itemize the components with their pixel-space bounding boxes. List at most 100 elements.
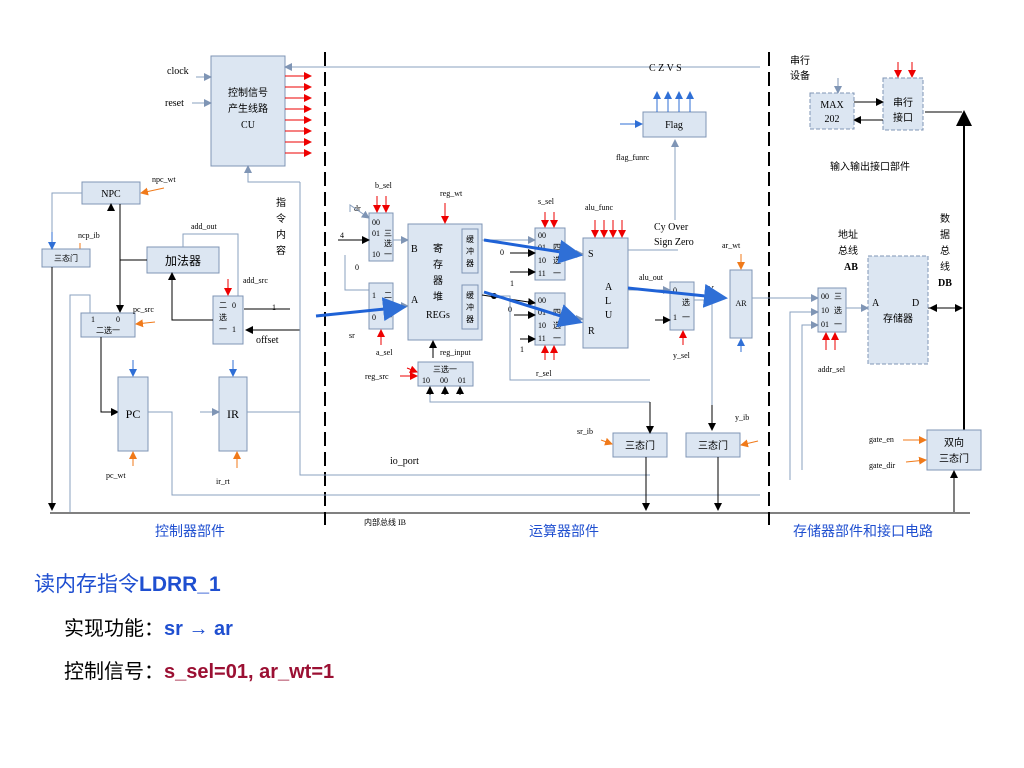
- ir-rt-label: ir_rt: [216, 477, 231, 486]
- cpu-datapath-diagram: 控制信号 产生线路 CU clock reset NPC npc_wt ncp_…: [41, 52, 982, 540]
- rmux-in-00: 00: [538, 296, 546, 305]
- pc-mux: [80, 312, 136, 338]
- tri-state-sr: [612, 432, 668, 458]
- regs-label: REGs: [426, 310, 450, 321]
- addrmux-char-2: 选: [834, 305, 842, 315]
- bidir-line2: 三态门: [939, 452, 969, 465]
- ncp-ib-label: ncp_ib: [78, 231, 100, 240]
- data-bus-char-4: 线: [940, 260, 950, 273]
- mux3-title: 三选一: [433, 364, 457, 374]
- adder: [146, 246, 220, 274]
- ymux-in-1: 1: [673, 313, 677, 322]
- amux-in-1: 1: [372, 291, 376, 300]
- serial-port-line1: 串行: [893, 96, 913, 109]
- serial-dev-line1: 串行: [790, 54, 810, 67]
- highlight-path: [315, 238, 728, 328]
- regs-port-b: B: [411, 244, 418, 255]
- pc-mux-label: 二选一: [96, 325, 120, 335]
- regs-char-4: 堆: [433, 291, 443, 303]
- ir-label: IR: [227, 407, 239, 421]
- pc-wt-label: pc_wt: [106, 471, 126, 480]
- alu-port-r: R: [588, 326, 595, 337]
- s-sel-label: s_sel: [538, 197, 555, 206]
- ymux-char-1: 选: [682, 297, 690, 307]
- smux-char-2: 选: [553, 255, 561, 265]
- pc-mux-in-0: 0: [116, 315, 120, 324]
- bmux-in-10: 10: [372, 250, 380, 259]
- buf-b-char-1: 缓: [466, 234, 474, 244]
- alu-char-l: L: [605, 296, 611, 307]
- addr-bus-line1: 地址: [838, 228, 858, 241]
- b-sel-label: b_sel: [375, 181, 393, 190]
- mem-port-a: A: [872, 298, 880, 309]
- caption-title: 读内存指令LDRR_1: [34, 568, 334, 598]
- addr-bus-line3: AB: [844, 262, 858, 273]
- addr-sel-label: addr_sel: [818, 365, 846, 374]
- add-mux-in-1: 1: [232, 325, 236, 334]
- sign-zero-label: Sign Zero: [654, 237, 694, 248]
- reg-src-mux: [417, 361, 474, 387]
- flag-register: [642, 111, 707, 138]
- data-bus-char-3: 总: [940, 244, 950, 257]
- alu-char-a: A: [605, 282, 613, 293]
- gate-en-label: gate_en: [869, 435, 894, 444]
- add-mux-char-3: 一: [219, 325, 227, 334]
- add-mux-char-1: 二: [219, 301, 227, 310]
- add-out-label: add_out: [191, 222, 218, 231]
- reset-label: reset: [165, 98, 184, 109]
- y-sel-label: y_sel: [673, 351, 691, 360]
- add-mux-in-0: 0: [232, 301, 236, 310]
- alu-func-label: alu_func: [585, 203, 613, 212]
- buf-a-char-3: 器: [466, 315, 474, 324]
- data-bus-char-2: 据: [940, 228, 950, 241]
- cu-line3: CU: [241, 120, 256, 131]
- instr-char-3: 内: [276, 228, 286, 241]
- ymux-in-0: 0: [673, 286, 677, 295]
- buf-a-char-1: 缓: [466, 290, 474, 300]
- zero-label: 0: [355, 263, 359, 272]
- smux-in-01: 01: [538, 243, 546, 252]
- amux-char-3: 一: [384, 313, 392, 322]
- max202: [809, 92, 855, 130]
- adder-label: 加法器: [165, 254, 201, 268]
- ar-label: AR: [735, 299, 747, 308]
- pc-label: PC: [126, 407, 141, 421]
- section-alu: 运算器部件: [529, 524, 599, 540]
- gate-dir-label: gate_dir: [869, 461, 896, 470]
- buffer-a: [461, 284, 479, 330]
- cu-line1: 控制信号: [228, 86, 268, 99]
- npc-wt-label: npc_wt: [152, 175, 176, 184]
- caption-ctrl-value: s_sel=01, ar_wt=1: [164, 661, 335, 683]
- caption: 读内存指令LDRR_1 实现功能：sr → ar 控制信号：s_sel=01, …: [34, 568, 334, 684]
- rmux-const-1: 1: [520, 345, 524, 354]
- bmux-char-1: 三: [384, 229, 392, 238]
- buf-b-char-2: 冲: [466, 246, 474, 256]
- smux-char-1: 四: [553, 243, 561, 252]
- caption-func-value: sr → ar: [164, 618, 233, 640]
- czvs-label: C Z V S: [649, 63, 682, 74]
- ymux-char-2: 一: [682, 313, 690, 322]
- tri-state-left: [41, 248, 91, 268]
- memory: [867, 255, 929, 365]
- add-src-mux: [212, 295, 244, 345]
- bmux-in-00: 00: [372, 218, 380, 227]
- section-mem: 存储器部件和接口电路: [793, 523, 933, 540]
- flag-label: Flag: [665, 120, 683, 131]
- data-bus-char-5: DB: [938, 278, 952, 289]
- bidirectional-tri-state: [926, 429, 982, 471]
- rmux-in-01: 01: [538, 308, 546, 317]
- rmux-in-11: 11: [538, 334, 546, 343]
- caption-ctrl-label: 控制信号：: [64, 661, 164, 683]
- control-unit: 控制信号 产生线路 CU: [210, 55, 312, 167]
- smux-in-11: 11: [538, 269, 546, 278]
- rmux-char-3: 一: [553, 334, 561, 343]
- bmux-char-2: 选: [384, 238, 392, 248]
- clock-label: clock: [167, 66, 189, 77]
- sr-label: sr: [349, 331, 355, 340]
- ar-wt-label: ar_wt: [722, 241, 741, 250]
- reg-input-label: reg_input: [440, 348, 471, 357]
- alu-out-label: alu_out: [639, 273, 664, 282]
- alu-port-s: S: [588, 249, 594, 260]
- smux-const-0: 0: [500, 248, 504, 257]
- b-mux: [368, 212, 394, 262]
